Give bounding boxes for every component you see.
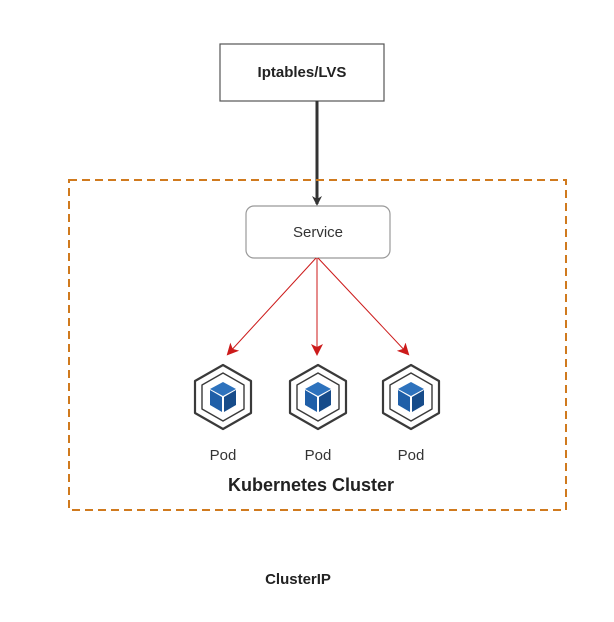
kubernetes-cluster-label: Kubernetes Cluster bbox=[228, 475, 394, 495]
kubernetes-cluster-boundary bbox=[68, 179, 567, 511]
iptables-lvs-label: Iptables/LVS bbox=[258, 64, 347, 81]
iptables-lvs-node: Iptables/LVS bbox=[219, 43, 385, 102]
service-label: Service bbox=[293, 224, 343, 241]
service-to-pod-3-arrow bbox=[317, 257, 410, 356]
pod-2-label: Pod bbox=[305, 447, 332, 464]
pod-2: Pod bbox=[288, 363, 348, 464]
pod-1: Pod bbox=[193, 363, 253, 464]
pod-icon bbox=[193, 363, 253, 431]
pod-1-label: Pod bbox=[210, 447, 237, 464]
diagram-caption: ClusterIP bbox=[265, 571, 331, 588]
pod-3: Pod bbox=[381, 363, 441, 464]
pod-icon bbox=[381, 363, 441, 431]
pod-icon bbox=[288, 363, 348, 431]
service-to-pod-1-arrow bbox=[226, 257, 317, 356]
service-node: Service bbox=[245, 205, 391, 259]
pod-3-label: Pod bbox=[398, 447, 425, 464]
